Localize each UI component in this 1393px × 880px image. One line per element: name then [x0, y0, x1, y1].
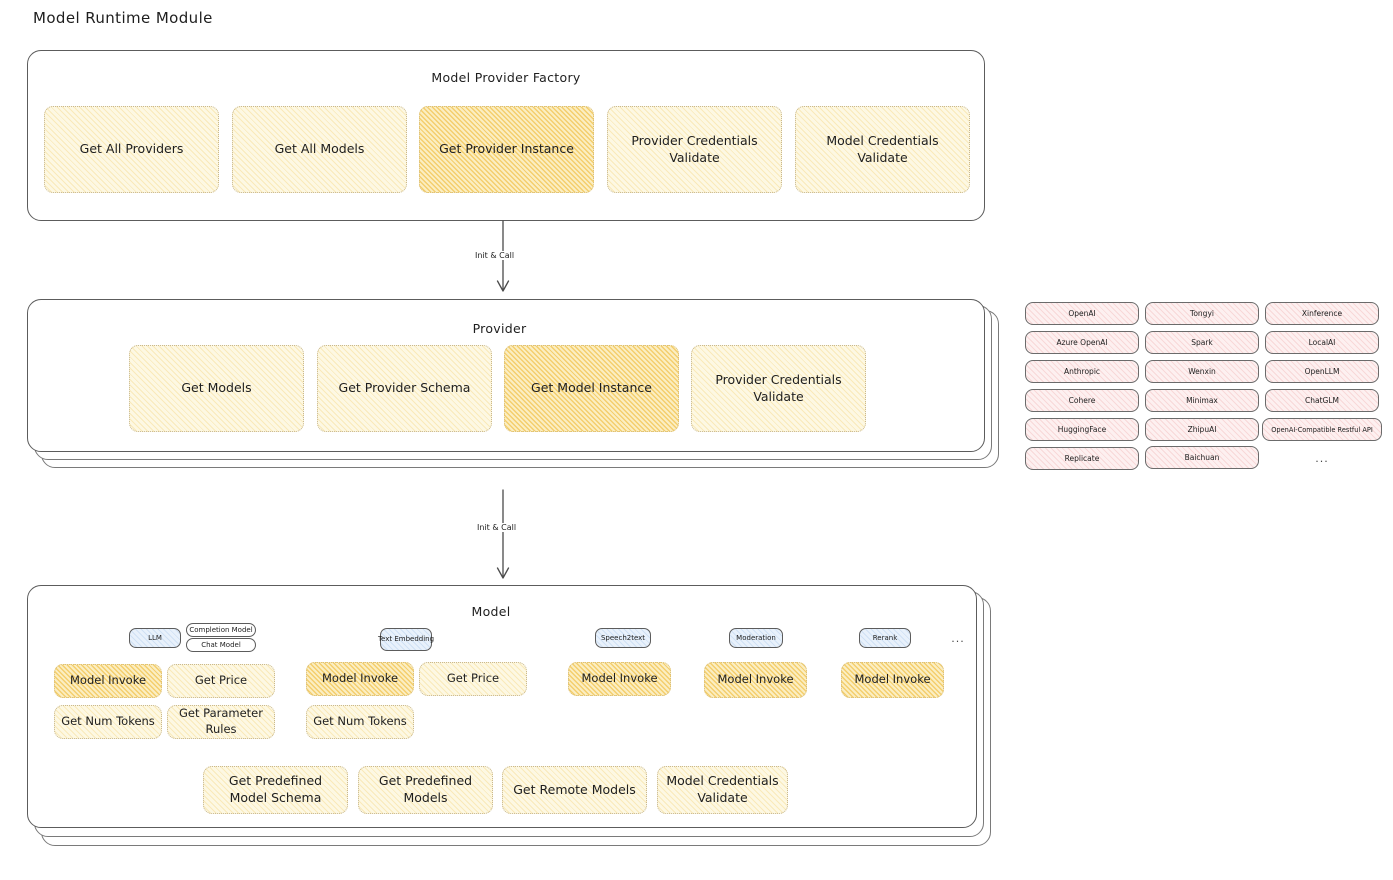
- model-common-node-get-predefined-model-schema[interactable]: Get Predefined Model Schema: [203, 766, 348, 814]
- provider-pill-localai[interactable]: LocalAI: [1265, 331, 1379, 354]
- model-moderation-node-model-invoke[interactable]: Model Invoke: [704, 662, 807, 698]
- model-common-node-get-remote-models[interactable]: Get Remote Models: [502, 766, 647, 814]
- provider-pill-azure-openai[interactable]: Azure OpenAI: [1025, 331, 1139, 354]
- factory-node-model-credentials-validate[interactable]: Model Credentials Validate: [795, 106, 970, 193]
- model-speech2text-node-model-invoke[interactable]: Model Invoke: [568, 662, 671, 696]
- provider-pill-minimax[interactable]: Minimax: [1145, 389, 1259, 412]
- model-badge-text-embedding[interactable]: Text Embedding: [378, 628, 434, 651]
- provider-pill-anthropic[interactable]: Anthropic: [1025, 360, 1139, 383]
- model-badge-rerank[interactable]: Rerank: [859, 628, 911, 648]
- model-llm-node-get-price[interactable]: Get Price: [167, 664, 275, 698]
- provider-pill-zhipuai[interactable]: ZhipuAI: [1145, 418, 1259, 441]
- provider-node-get-model-instance[interactable]: Get Model Instance: [504, 345, 679, 432]
- provider-list-more-mark: ...: [1315, 451, 1329, 465]
- model-sub-badge-completion-model[interactable]: Completion Model: [186, 623, 256, 637]
- provider-pill-chatglm[interactable]: ChatGLM: [1265, 389, 1379, 412]
- provider-pill-spark[interactable]: Spark: [1145, 331, 1259, 354]
- model-badge-moderation[interactable]: Moderation: [729, 628, 783, 648]
- provider-title: Provider: [472, 321, 527, 336]
- model-llm-node-get-num-tokens[interactable]: Get Num Tokens: [54, 705, 162, 739]
- provider-pill-cohere[interactable]: Cohere: [1025, 389, 1139, 412]
- model-common-node-model-credentials-validate[interactable]: Model Credentials Validate: [657, 766, 788, 814]
- factory-node-get-all-models[interactable]: Get All Models: [232, 106, 407, 193]
- provider-node-provider-credentials-validate[interactable]: Provider Credentials Validate: [691, 345, 866, 432]
- factory-node-get-provider-instance[interactable]: Get Provider Instance: [419, 106, 594, 193]
- provider-pill-replicate[interactable]: Replicate: [1025, 447, 1139, 470]
- model-text-embedding-node-model-invoke[interactable]: Model Invoke: [306, 662, 414, 696]
- model-provider-factory-title: Model Provider Factory: [431, 70, 581, 85]
- model-common-node-get-predefined-models[interactable]: Get Predefined Models: [358, 766, 493, 814]
- provider-node-get-models[interactable]: Get Models: [129, 345, 304, 432]
- model-text-embedding-node-get-num-tokens[interactable]: Get Num Tokens: [306, 705, 414, 739]
- provider-node-get-provider-schema[interactable]: Get Provider Schema: [317, 345, 492, 432]
- model-text-embedding-node-get-price[interactable]: Get Price: [419, 662, 527, 696]
- model-sub-badge-chat-model[interactable]: Chat Model: [186, 638, 256, 652]
- provider-pill-baichuan[interactable]: Baichuan: [1145, 446, 1259, 469]
- model-badge-llm[interactable]: LLM: [129, 628, 181, 648]
- model-badge-speech2text[interactable]: Speech2text: [595, 628, 651, 648]
- model-llm-node-get-parameter-rules[interactable]: Get Parameter Rules: [167, 705, 275, 739]
- model-groups-more-mark: ...: [951, 631, 965, 645]
- provider-pill-openllm[interactable]: OpenLLM: [1265, 360, 1379, 383]
- model-llm-node-model-invoke[interactable]: Model Invoke: [54, 664, 162, 698]
- provider-pill-wenxin[interactable]: Wenxin: [1145, 360, 1259, 383]
- arrow-provider-to-model: [488, 489, 518, 582]
- provider-pill-openai[interactable]: OpenAI: [1025, 302, 1139, 325]
- provider-pill-openai-compatible-restful-api[interactable]: OpenAI-Compatible Restful API: [1262, 418, 1382, 441]
- page-title: Model Runtime Module: [33, 9, 213, 27]
- provider-pill-huggingface[interactable]: HuggingFace: [1025, 418, 1139, 441]
- provider-pill-tongyi[interactable]: Tongyi: [1145, 302, 1259, 325]
- factory-node-get-all-providers[interactable]: Get All Providers: [44, 106, 219, 193]
- provider-pill-xinference[interactable]: Xinference: [1265, 302, 1379, 325]
- model-rerank-node-model-invoke[interactable]: Model Invoke: [841, 662, 944, 698]
- arrow-label-init-and-call-1: Init & Call: [472, 251, 518, 260]
- model-title: Model: [471, 604, 511, 619]
- factory-node-provider-credentials-validate[interactable]: Provider Credentials Validate: [607, 106, 782, 193]
- arrow-label-init-and-call-2: Init & Call: [474, 523, 520, 532]
